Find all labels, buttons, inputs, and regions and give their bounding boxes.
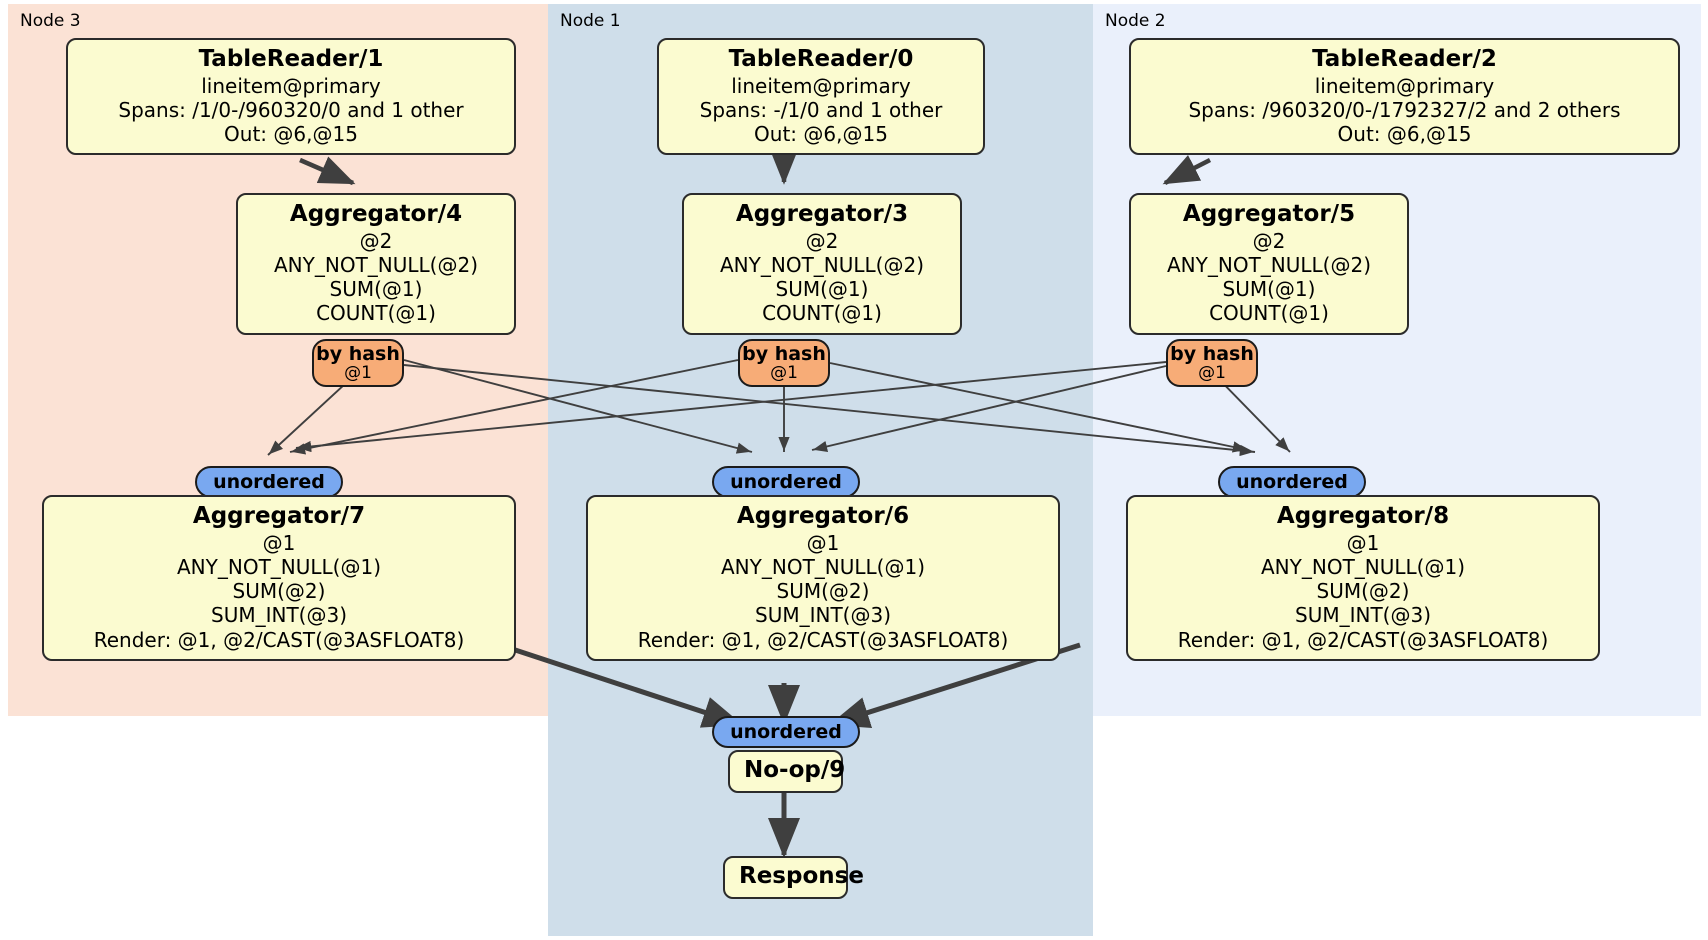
- processor-response[interactable]: Response: [723, 856, 864, 899]
- synchronizer-label: unordered: [730, 471, 842, 493]
- processor-line: Out: @6,@15: [754, 122, 888, 147]
- processor-line: Spans: /1/0-/960320/0 and 1 other: [118, 97, 464, 122]
- synchronizer-unordered-final[interactable]: unordered: [712, 716, 860, 748]
- router-label: by hash: [742, 343, 826, 365]
- processor-line: SUM_INT(@3): [1295, 603, 1431, 628]
- processor-line: SUM(@1): [329, 277, 423, 302]
- processor-line: Out: @6,@15: [224, 122, 358, 147]
- processor-table-reader-1[interactable]: TableReader/1 lineitem@primary Spans: /1…: [66, 38, 516, 156]
- synchronizer-unordered-node2[interactable]: unordered: [1218, 466, 1366, 498]
- processor-title: Aggregator/5: [1182, 201, 1356, 227]
- processor-line: ANY_NOT_NULL(@1): [177, 554, 381, 579]
- processor-line: Spans: -/1/0 and 1 other: [699, 97, 943, 122]
- processor-aggregator-6[interactable]: Aggregator/6 @1 ANY_NOT_NULL(@1) SUM(@2)…: [586, 495, 1060, 661]
- processor-line: COUNT(@1): [316, 301, 436, 326]
- processor-noop-9[interactable]: No-op/9: [728, 750, 846, 793]
- processor-line: ANY_NOT_NULL(@2): [1167, 252, 1371, 277]
- processor-line: Spans: /960320/0-/1792327/2 and 2 others: [1188, 97, 1621, 122]
- processor-title: Response: [739, 863, 864, 889]
- processor-line: SUM(@2): [232, 579, 326, 604]
- processor-title: TableReader/0: [728, 46, 914, 72]
- processor-line: lineitem@primary: [1314, 73, 1495, 98]
- router-hash-node1[interactable]: by hash @1: [738, 339, 830, 387]
- panel-node-2-label: Node 2: [1105, 11, 1166, 31]
- processor-line: @2: [1252, 228, 1286, 253]
- processor-line: SUM_INT(@3): [211, 603, 347, 628]
- router-hash-node3[interactable]: by hash @1: [312, 339, 404, 387]
- processor-line: @2: [805, 228, 839, 253]
- processor-title: Aggregator/8: [1276, 503, 1450, 529]
- processor-table-reader-2[interactable]: TableReader/2 lineitem@primary Spans: /9…: [1129, 38, 1680, 156]
- processor-line: @1: [1346, 530, 1380, 555]
- router-hash-node2[interactable]: by hash @1: [1166, 339, 1258, 387]
- router-label: by hash: [316, 343, 400, 365]
- router-sub: @1: [770, 362, 798, 383]
- processor-line: lineitem@primary: [201, 73, 381, 98]
- router-sub: @1: [1198, 362, 1226, 383]
- synchronizer-label: unordered: [213, 471, 325, 493]
- processor-line: COUNT(@1): [762, 301, 882, 326]
- processor-line: @1: [262, 530, 296, 555]
- processor-line: ANY_NOT_NULL(@2): [720, 252, 924, 277]
- processor-aggregator-3[interactable]: Aggregator/3 @2 ANY_NOT_NULL(@2) SUM(@1)…: [682, 193, 962, 335]
- processor-line: Render: @1, @2/CAST(@3ASFLOAT8): [637, 627, 1009, 652]
- processor-line: ANY_NOT_NULL(@1): [1261, 554, 1465, 579]
- processor-line: COUNT(@1): [1209, 301, 1329, 326]
- processor-line: Render: @1, @2/CAST(@3ASFLOAT8): [93, 627, 465, 652]
- synchronizer-label: unordered: [1236, 471, 1348, 493]
- synchronizer-unordered-node3[interactable]: unordered: [195, 466, 343, 498]
- processor-title: Aggregator/4: [289, 201, 463, 227]
- processor-line: SUM(@1): [1222, 277, 1316, 302]
- processor-line: SUM(@2): [776, 579, 870, 604]
- processor-line: SUM(@2): [1316, 579, 1410, 604]
- processor-aggregator-5[interactable]: Aggregator/5 @2 ANY_NOT_NULL(@2) SUM(@1)…: [1129, 193, 1409, 335]
- processor-title: TableReader/1: [198, 46, 384, 72]
- processor-line: @1: [806, 530, 840, 555]
- router-sub: @1: [344, 362, 372, 383]
- processor-line: SUM(@1): [775, 277, 869, 302]
- processor-line: ANY_NOT_NULL(@2): [274, 252, 478, 277]
- processor-line: SUM_INT(@3): [755, 603, 891, 628]
- processor-aggregator-8[interactable]: Aggregator/8 @1 ANY_NOT_NULL(@1) SUM(@2)…: [1126, 495, 1600, 661]
- processor-title: Aggregator/6: [736, 503, 910, 529]
- processor-line: Render: @1, @2/CAST(@3ASFLOAT8): [1177, 627, 1549, 652]
- router-label: by hash: [1170, 343, 1254, 365]
- processor-line: Out: @6,@15: [1337, 122, 1472, 147]
- processor-line: ANY_NOT_NULL(@1): [721, 554, 925, 579]
- processor-line: @2: [359, 228, 393, 253]
- processor-aggregator-4[interactable]: Aggregator/4 @2 ANY_NOT_NULL(@2) SUM(@1)…: [236, 193, 516, 335]
- processor-title: TableReader/2: [1312, 46, 1497, 72]
- processor-aggregator-7[interactable]: Aggregator/7 @1 ANY_NOT_NULL(@1) SUM(@2)…: [42, 495, 516, 661]
- processor-title: Aggregator/3: [735, 201, 909, 227]
- panel-node-1-label: Node 1: [560, 11, 621, 31]
- processor-title: No-op/9: [744, 757, 846, 783]
- processor-line: lineitem@primary: [731, 73, 911, 98]
- processor-title: Aggregator/7: [192, 503, 366, 529]
- panel-node-3-label: Node 3: [20, 11, 81, 31]
- synchronizer-label: unordered: [730, 721, 842, 743]
- synchronizer-unordered-node1[interactable]: unordered: [712, 466, 860, 498]
- processor-table-reader-0[interactable]: TableReader/0 lineitem@primary Spans: -/…: [657, 38, 985, 156]
